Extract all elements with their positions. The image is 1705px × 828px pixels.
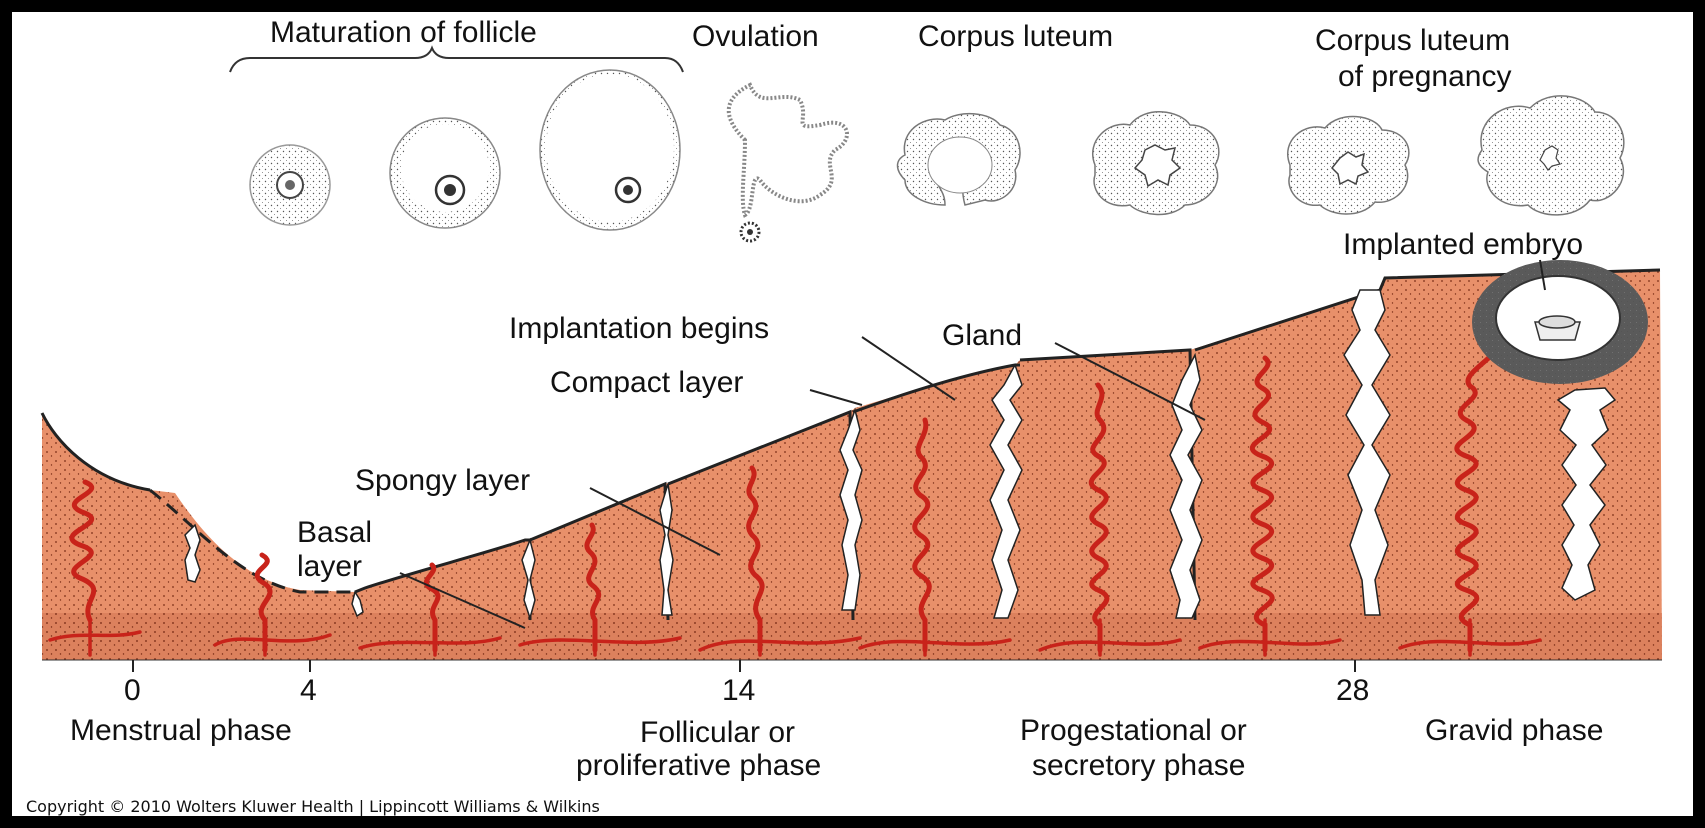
tick-day-14: 14 [722, 674, 755, 707]
corpus-luteum-mature-icon [1093, 112, 1219, 215]
maturation-bracket [230, 48, 683, 72]
corpus-luteum-pregnancy-late-icon [1478, 96, 1624, 215]
ruptured-follicle-icon [729, 85, 847, 241]
label-corpus-luteum: Corpus luteum [918, 20, 1113, 53]
phase-gravid: Gravid phase [1425, 714, 1603, 747]
mature-follicle-icon [540, 70, 680, 230]
secondary-follicle-icon [390, 118, 500, 228]
phase-follicular-line2: proliferative phase [576, 749, 821, 782]
phase-follicular-line1: Follicular or [640, 716, 795, 749]
tick-day-0: 0 [124, 674, 141, 707]
label-compact-layer: Compact layer [550, 366, 743, 399]
label-spongy-layer: Spongy layer [355, 464, 530, 497]
label-gland: Gland [942, 319, 1022, 352]
label-implantation-begins: Implantation begins [509, 312, 769, 345]
implanted-embryo-icon [1472, 260, 1648, 384]
endometrium [42, 270, 1662, 660]
label-basal-layer-line1: Basal [297, 516, 372, 549]
label-corpus-luteum-pregnancy-line1: Corpus luteum [1315, 24, 1510, 57]
phase-progestational-line1: Progestational or [1020, 714, 1247, 747]
tick-day-4: 4 [300, 674, 317, 707]
corpus-luteum-pregnancy-early-icon [1288, 116, 1409, 214]
phase-menstrual: Menstrual phase [70, 714, 292, 747]
day-axis [133, 660, 1355, 672]
label-ovulation: Ovulation [692, 20, 819, 53]
label-implanted-embryo: Implanted embryo [1343, 228, 1583, 261]
label-corpus-luteum-pregnancy-line2: of pregnancy [1338, 60, 1511, 93]
label-maturation-of-follicle: Maturation of follicle [270, 16, 537, 49]
corpus-luteum-icon [898, 114, 1021, 205]
tick-day-28: 28 [1336, 674, 1369, 707]
phase-progestational-line2: secretory phase [1032, 749, 1245, 782]
copyright-notice: Copyright © 2010 Wolters Kluwer Health |… [26, 797, 600, 816]
primary-follicle-icon [250, 145, 330, 225]
label-basal-layer-line2: layer [297, 550, 362, 583]
